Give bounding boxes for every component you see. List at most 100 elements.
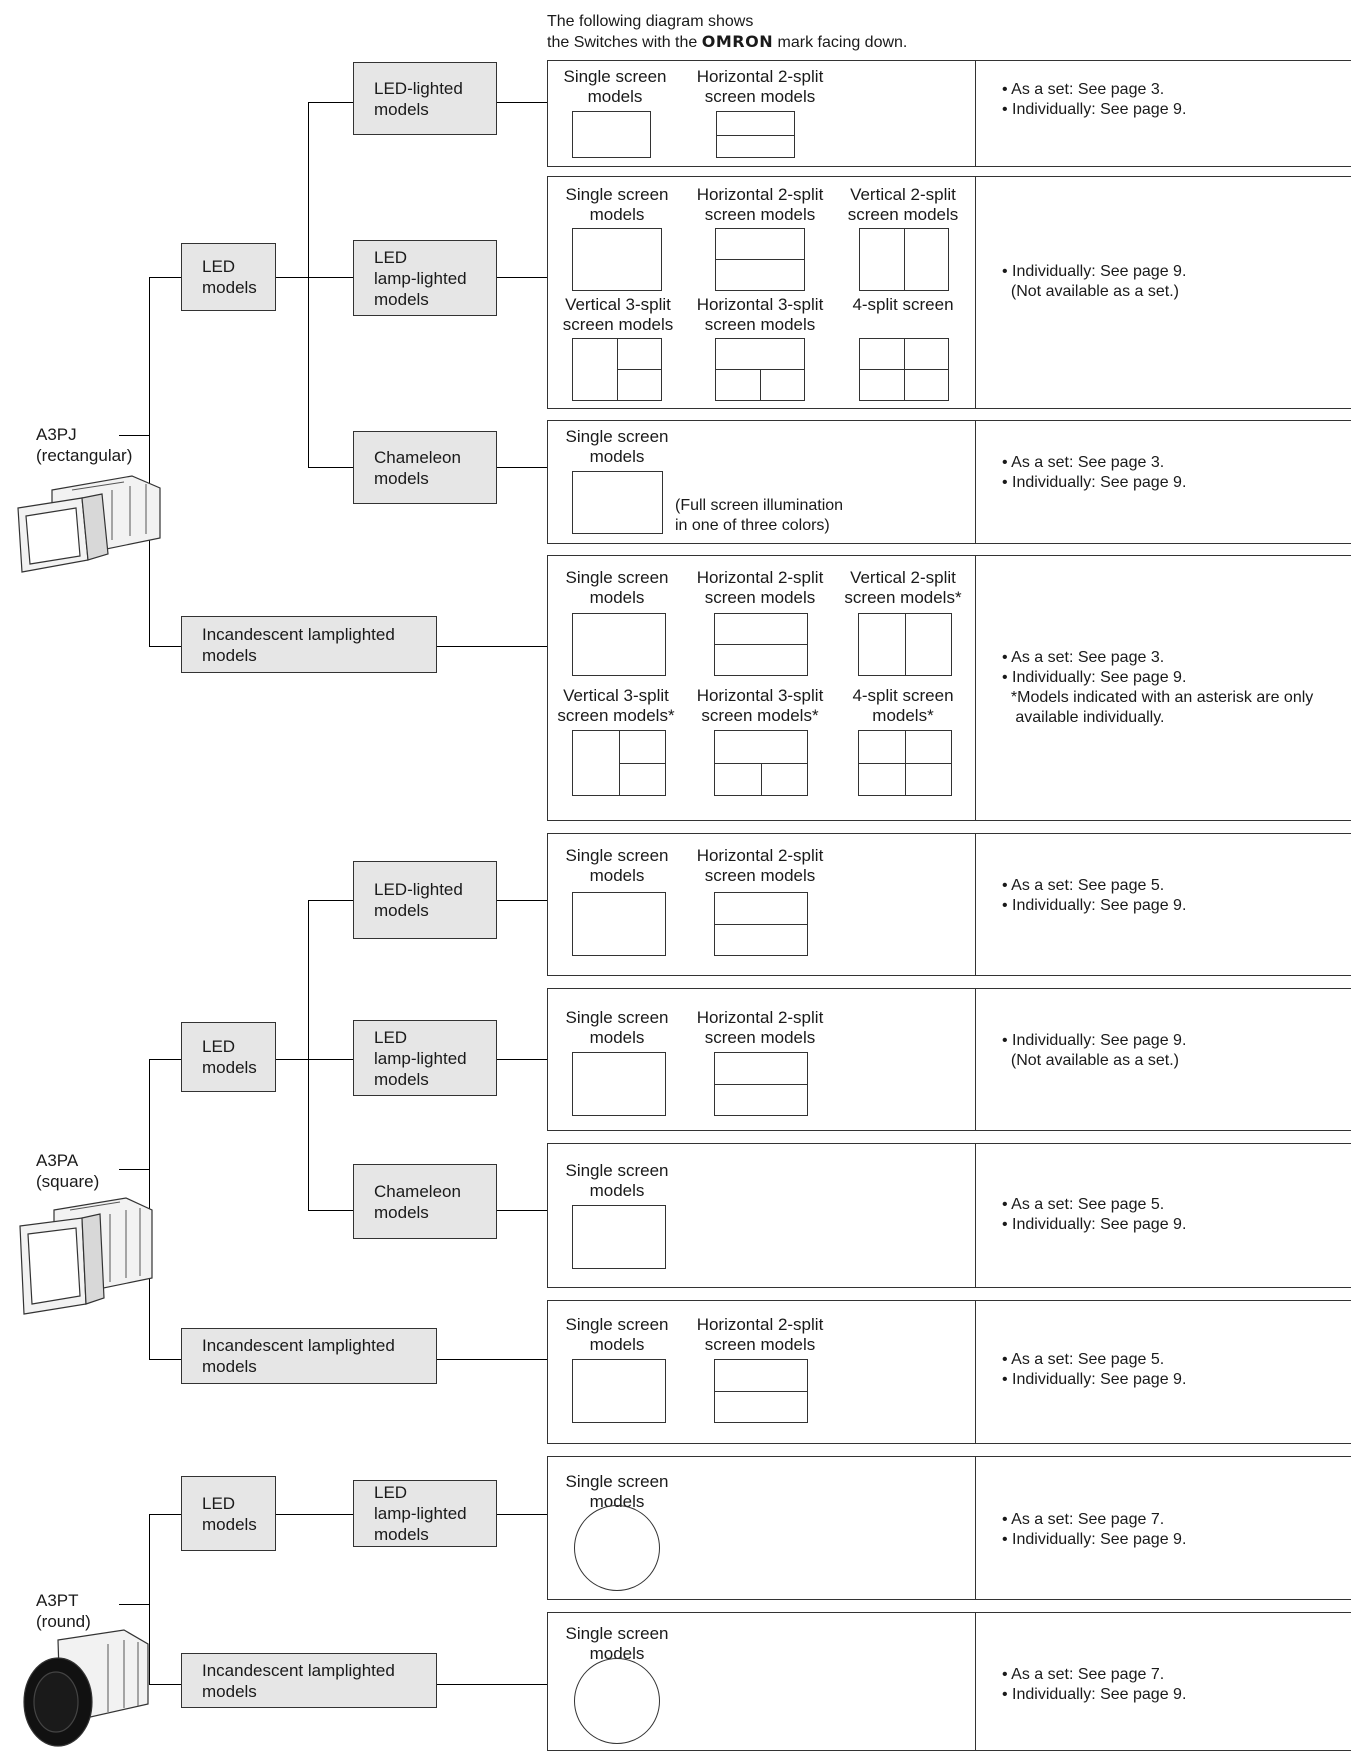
info-row-9: • As a set: See page 7.• Individually: S…	[1002, 1511, 1187, 1548]
connector	[149, 277, 181, 278]
product-a3pt-label: A3PT(round)	[36, 1591, 91, 1631]
screen-single	[572, 471, 663, 534]
connector	[497, 277, 547, 278]
screen-horizontal-2-split	[716, 111, 795, 158]
connector	[276, 1514, 353, 1515]
connector	[437, 646, 547, 647]
connector	[497, 1514, 547, 1515]
info-row-6: • Individually: See page 9. (Not availab…	[1002, 1032, 1187, 1069]
row-divider-5	[975, 833, 976, 976]
connector	[437, 1684, 547, 1685]
connector	[149, 1359, 181, 1360]
screen-single	[572, 1359, 666, 1423]
a3pt-switch-image	[23, 1629, 149, 1747]
header-line-1: The following diagram shows	[547, 13, 754, 30]
screen-4-split	[858, 730, 952, 796]
connector	[149, 1684, 181, 1685]
header-line-2-prefix: the Switches with the	[547, 34, 702, 51]
product-a3pa-label: A3PA(square)	[36, 1151, 100, 1191]
connector	[308, 102, 309, 467]
connector	[149, 1514, 181, 1515]
connector	[149, 1059, 181, 1060]
row-box-6	[547, 988, 1351, 1131]
connector	[308, 102, 353, 103]
omron-logo: OMRON	[701, 32, 774, 51]
row-box-5	[547, 833, 1351, 976]
header-line-2: the Switches with the OMRON mark facing …	[547, 32, 907, 53]
row-divider-8	[975, 1300, 976, 1444]
screen-horizontal-2-split	[715, 228, 805, 291]
screen-horizontal-2-split	[714, 1359, 808, 1423]
screen-4-split	[859, 338, 949, 401]
connector	[308, 467, 353, 468]
connector	[119, 435, 149, 436]
connector	[119, 1604, 149, 1605]
header-line-2-suffix: mark facing down.	[773, 34, 908, 51]
row-divider-10	[975, 1612, 976, 1751]
screen-vertical-3-split	[572, 730, 666, 796]
screen-vertical-3-split	[572, 338, 662, 401]
connector	[497, 467, 547, 468]
connector	[437, 1359, 547, 1360]
connector	[149, 1514, 150, 1684]
info-row-7: • As a set: See page 5.• Individually: S…	[1002, 1196, 1187, 1233]
row-divider-3	[975, 420, 976, 544]
info-row-8: • As a set: See page 5.• Individually: S…	[1002, 1351, 1187, 1388]
row-box-4	[547, 555, 1351, 821]
screen-single	[572, 613, 666, 676]
row-box-1	[547, 60, 1351, 167]
screen-vertical-2-split	[859, 228, 949, 291]
info-row-3: • As a set: See page 3.• Individually: S…	[1002, 454, 1187, 491]
screen-horizontal-2-split	[714, 1052, 808, 1116]
screen-round-single	[574, 1658, 660, 1744]
connector	[497, 1059, 547, 1060]
diagram-header: The following diagram shows the Switches…	[547, 12, 907, 53]
screen-single	[572, 892, 666, 956]
info-row-10: • As a set: See page 7.• Individually: S…	[1002, 1666, 1187, 1703]
row-box-3	[547, 420, 1351, 544]
row-divider-7	[975, 1143, 976, 1288]
screen-horizontal-3-split	[714, 730, 808, 796]
connector	[276, 1059, 353, 1060]
row-divider-2	[975, 176, 976, 409]
screen-round-single	[574, 1505, 660, 1591]
info-row-1: • As a set: See page 3.• Individually: S…	[1002, 81, 1187, 118]
connector	[276, 277, 353, 278]
connector	[497, 1210, 547, 1211]
screen-horizontal-2-split	[714, 892, 808, 956]
row-divider-4	[975, 555, 976, 821]
row-box-7	[547, 1143, 1351, 1288]
row-divider-1	[975, 60, 976, 167]
info-row-2: • Individually: See page 9. (Not availab…	[1002, 263, 1187, 300]
